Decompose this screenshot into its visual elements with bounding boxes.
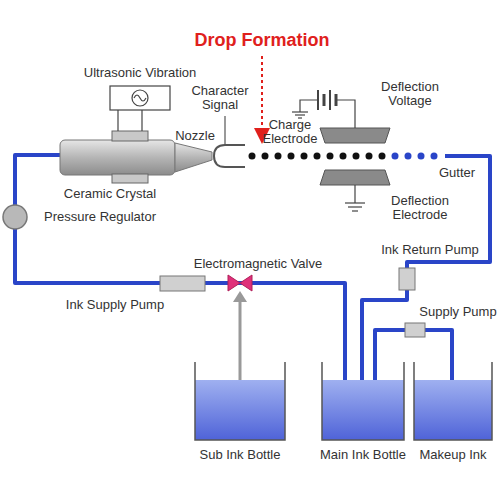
annotation-title: Drop Formation <box>177 30 347 50</box>
valve-arrowhead <box>233 291 247 302</box>
ink-supply-pump <box>160 276 205 291</box>
ink-drop <box>366 153 373 160</box>
ink-bottles <box>195 362 492 440</box>
ink-drop <box>379 153 386 160</box>
ceramic-crystal <box>112 174 148 183</box>
ink-drop <box>353 153 360 160</box>
ink-drop <box>418 153 425 160</box>
ink-drop <box>288 153 295 160</box>
ink-drop <box>405 153 412 160</box>
ink-drop <box>340 153 347 160</box>
component-label: Charge Electrode <box>259 118 321 146</box>
signal-label: Deflection Voltage <box>370 80 450 108</box>
ink-drop <box>431 153 438 160</box>
bottle-label: Main Ink Bottle <box>313 448 413 462</box>
component-label: Ink Return Pump <box>374 243 486 257</box>
component-label: Gutter <box>432 166 482 180</box>
component-label: Supply Pump <box>418 305 498 319</box>
character-signal-wire <box>224 116 225 145</box>
drop-formation-arrow <box>261 56 263 136</box>
ink-drop <box>262 153 269 160</box>
component-label: Pressure Regulator <box>40 210 160 224</box>
pressure-regulator <box>3 205 27 229</box>
bottle-label: Sub Ink Bottle <box>190 448 290 462</box>
print-head-body <box>60 140 175 175</box>
deflection-plate <box>320 128 390 143</box>
ink-drop <box>301 153 308 160</box>
component-label: Ultrasonic Vibration <box>60 66 220 80</box>
ink-drops <box>249 153 438 160</box>
charge-electrode <box>214 145 245 167</box>
electromagnetic-valve <box>228 275 252 291</box>
ink-drop <box>327 153 334 160</box>
component-label: Electromagnetic Valve <box>183 257 333 271</box>
ink-drop <box>275 153 282 160</box>
component-label: Nozzle <box>165 129 225 143</box>
nozzle <box>175 143 212 172</box>
component-label: Deflection Electrode <box>380 194 460 222</box>
bottle-label: Makeup Ink <box>413 448 493 462</box>
ink-drop <box>249 153 256 160</box>
ink-return-pump <box>399 268 415 290</box>
ceramic-crystal <box>112 131 148 141</box>
deflection-plate <box>320 170 390 185</box>
supply-pump <box>405 323 425 337</box>
component-label: Ink Supply Pump <box>60 298 170 312</box>
signal-label: Character Signal <box>185 84 255 112</box>
deflection-voltage-source <box>292 90 365 211</box>
ink-drop <box>314 153 321 160</box>
component-label: Ceramic Crystal <box>50 187 170 201</box>
ink-drop <box>392 153 399 160</box>
ultrasonic-oscillator <box>110 86 170 131</box>
